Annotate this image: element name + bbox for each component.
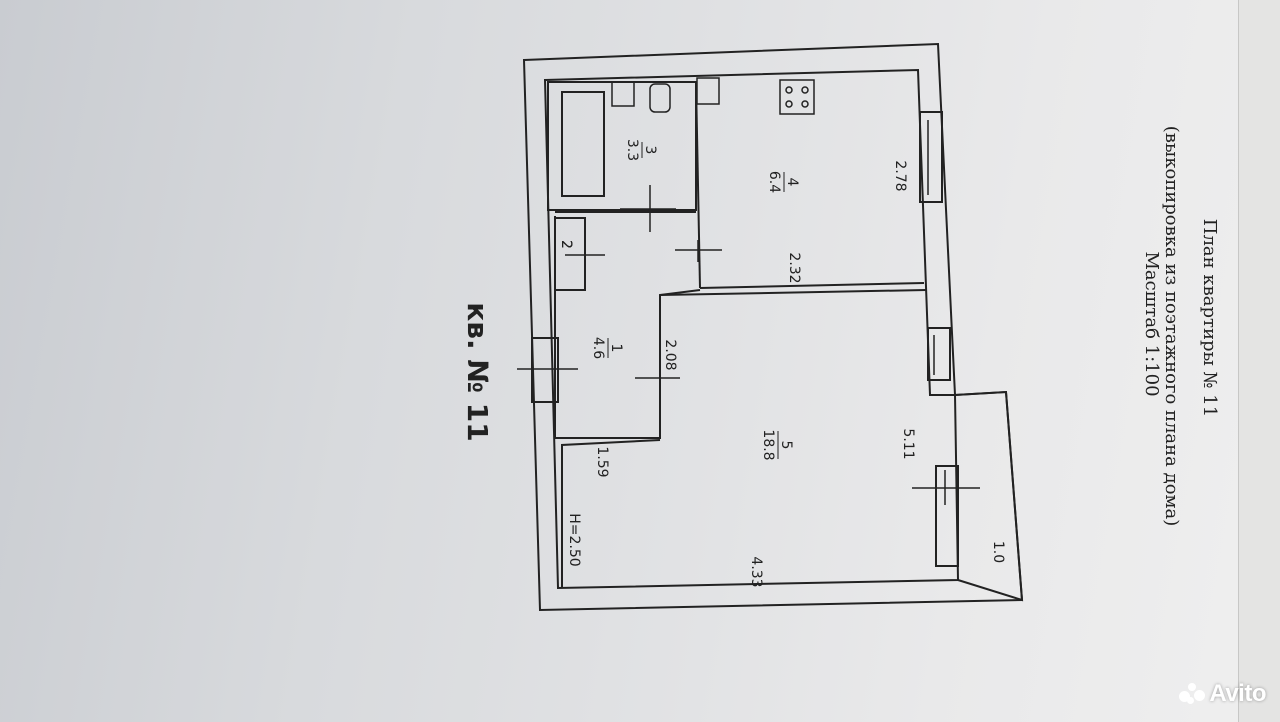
dim-hall-width: 2.08 — [662, 339, 678, 370]
stove-icon — [779, 79, 815, 115]
room-2-number: 2 — [558, 240, 574, 249]
balcony-outline — [954, 390, 1024, 602]
room-window-2 — [935, 465, 959, 567]
avito-wordmark: Avito — [1209, 680, 1266, 707]
dim-balcony: 1.0 — [990, 541, 1006, 563]
dim-room-width: 4.33 — [748, 556, 764, 587]
kitchen-window — [919, 111, 943, 203]
kitchen-wall — [695, 81, 701, 289]
closet-walls — [554, 217, 586, 291]
room-3-label: 3 3.3 — [624, 139, 658, 161]
fixtures — [611, 77, 815, 115]
toilet-icon — [649, 83, 671, 113]
room-5-label: 5 18.8 — [760, 429, 794, 460]
avito-watermark: Avito — [1179, 680, 1266, 708]
header-title: План квартиры № 11 — [1199, 219, 1220, 417]
room-window-1 — [927, 327, 951, 381]
hall-walls — [554, 216, 701, 439]
outer-wall-inner — [543, 68, 960, 590]
kitchen-sink-icon — [696, 77, 720, 105]
svg-text:6.4: 6.4 — [766, 171, 782, 193]
room5-walls — [561, 439, 661, 588]
dim-ceiling-height: H=2.50 — [566, 513, 582, 566]
sink-icon — [611, 81, 635, 107]
paper-edge — [1238, 0, 1280, 722]
avito-logo-icon — [1179, 683, 1206, 705]
svg-text:3.3: 3.3 — [624, 139, 640, 161]
svg-text:1: 1 — [608, 344, 624, 353]
room-4-label: 4 6.4 — [766, 171, 800, 193]
dim-kitchen-width: 2.32 — [786, 252, 802, 283]
room-1-label: 1 4.6 — [590, 337, 624, 359]
dim-hall-length: 1.59 — [594, 446, 610, 477]
dim-room-depth: 5.11 — [900, 428, 916, 459]
svg-text:4.6: 4.6 — [590, 337, 606, 359]
header-subtitle: (выкопировка из поэтажного плана дома) — [1161, 126, 1182, 527]
svg-text:4: 4 — [784, 178, 800, 187]
svg-text:5: 5 — [778, 441, 794, 450]
header-scale: Масштаб 1:100 — [1141, 251, 1162, 396]
bathtub — [561, 91, 605, 197]
apartment-label: кв. № 11 — [461, 302, 494, 442]
bathroom-walls — [547, 81, 697, 211]
room5-top-wall — [659, 289, 927, 296]
kitchen-bottom-wall — [699, 282, 925, 289]
dim-kitchen-depth: 2.78 — [892, 160, 908, 191]
room-2-label: 2 — [558, 240, 574, 249]
svg-text:18.8: 18.8 — [760, 429, 776, 460]
svg-text:3: 3 — [642, 146, 658, 155]
